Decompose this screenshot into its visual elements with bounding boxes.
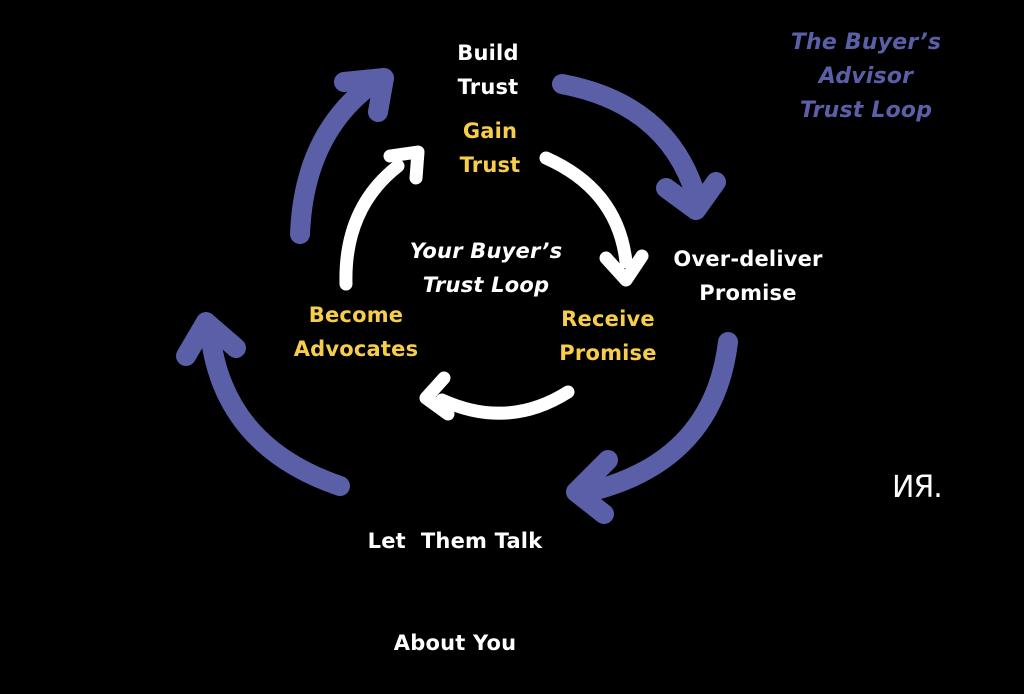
arrow-talk-to-build: [176, 312, 350, 496]
diagram-title: The Buyer’s Advisor Trust Loop: [776, 26, 956, 128]
title-line-1: The Buyer’s: [790, 30, 942, 55]
arrow-gain-to-receive: [539, 151, 649, 287]
inner-loop-arrows: [339, 145, 649, 421]
arrow-loop-to-build: [290, 68, 394, 244]
title-line-3: Trust Loop: [799, 98, 933, 123]
label-over-deliver-promise: Over-deliver Promise: [673, 247, 823, 305]
label-receive-promise: Receive Promise: [559, 307, 657, 365]
arrow-build-to-overdeliver: [552, 74, 726, 220]
brand-logo: ИЯ.: [892, 470, 943, 505]
trust-loop-diagram: [176, 68, 738, 524]
label-become-advocates: Become Advocates: [293, 303, 419, 361]
arrow-advocates-to-gain: [339, 145, 425, 291]
outer-loop-arrows: [176, 68, 738, 524]
label-build-trust: Build Trust: [457, 41, 519, 99]
center-title: Your Buyer’s Trust Loop: [409, 239, 563, 297]
arrow-overdeliver-to-talk: [566, 332, 738, 524]
label-let-them-talk: Let Them Talk About You: [367, 529, 543, 655]
label-gain-trust: Gain Trust: [459, 119, 521, 177]
title-line-2: Advisor: [818, 64, 914, 89]
arrow-receive-to-advocates: [419, 371, 575, 421]
